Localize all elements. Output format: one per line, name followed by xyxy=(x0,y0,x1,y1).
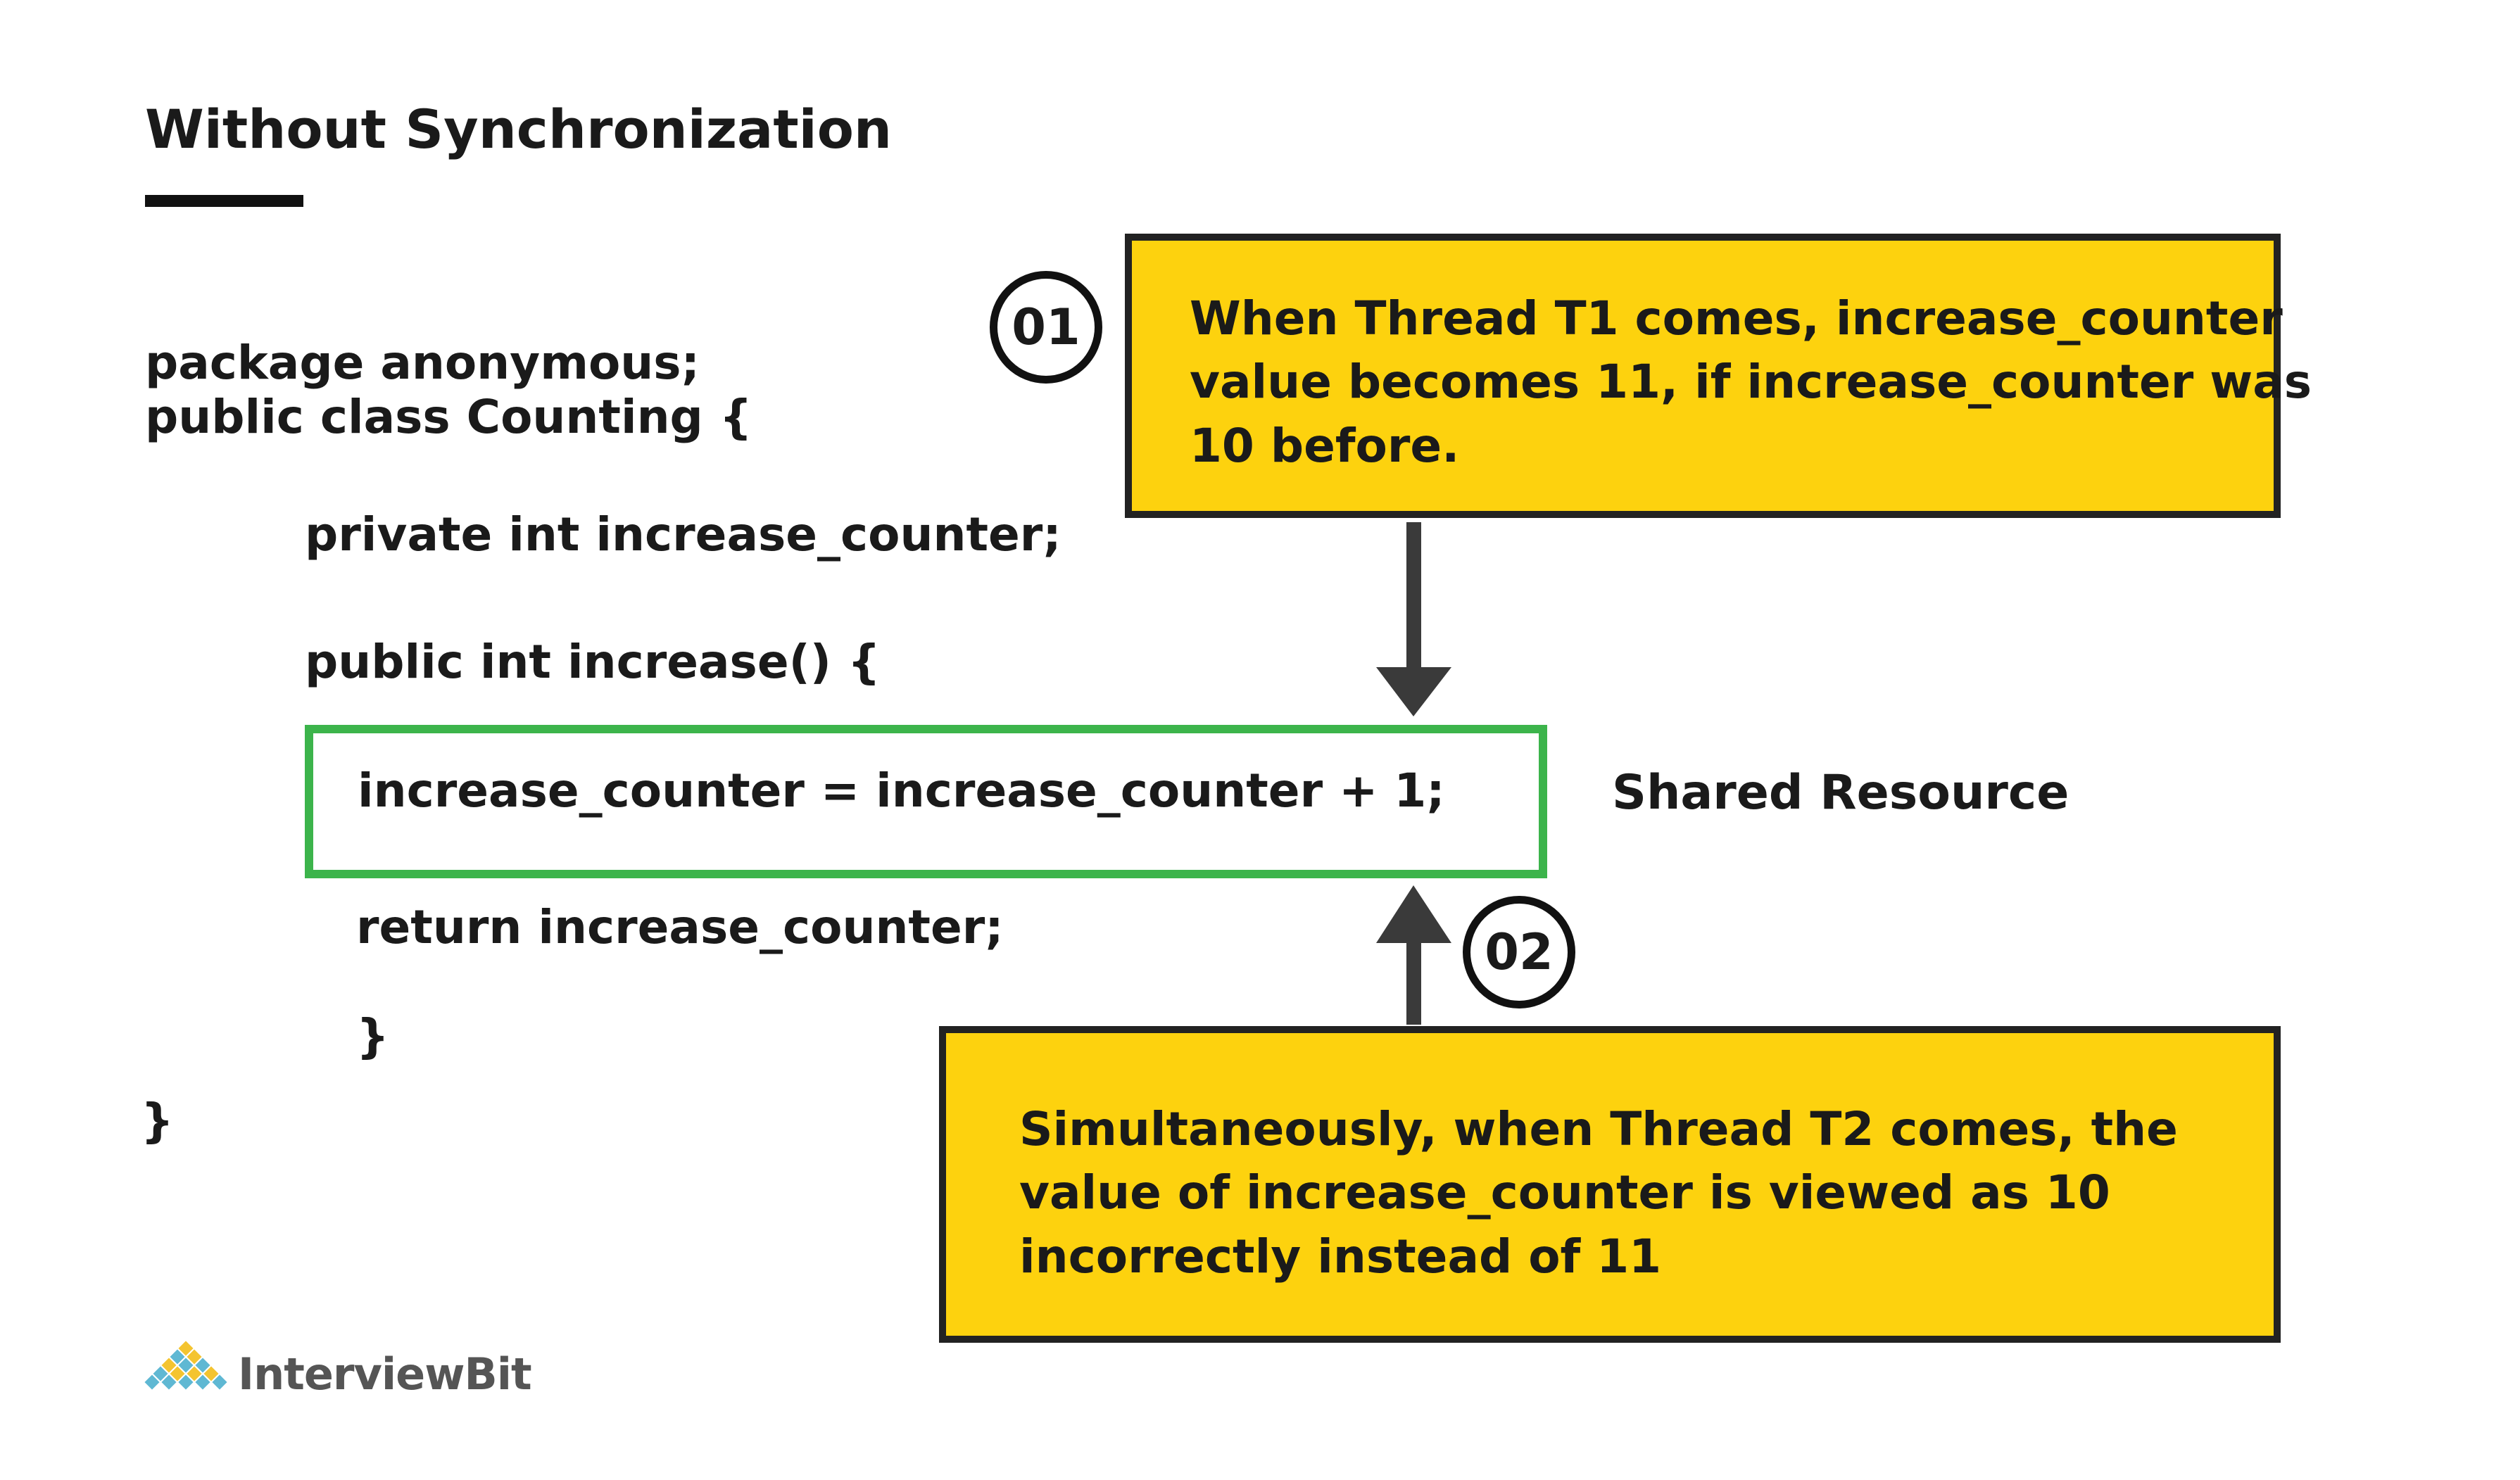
shared-resource-label: Shared Resource xyxy=(1612,765,2069,821)
code-line-increment: increase_counter = increase_counter + 1; xyxy=(358,764,1445,818)
interviewbit-logo-icon xyxy=(142,1339,229,1392)
code-line-return: return increase_counter; xyxy=(356,900,1004,954)
shared-resource-box xyxy=(305,725,1547,878)
arrow-up xyxy=(1376,885,1451,1025)
callout-2-line-1: Simultaneously, when Thread T2 comes, th… xyxy=(1019,1102,2178,1156)
step-badge-02: 02 xyxy=(1463,896,1575,1008)
code-line-class: public class Counting { xyxy=(145,390,752,444)
page-title: Without Synchronization xyxy=(145,98,893,160)
title-underline xyxy=(145,195,303,207)
code-line-package: package anonymous; xyxy=(145,336,700,390)
code-line-method-close: } xyxy=(356,1009,389,1063)
callout-1-line-3: 10 before. xyxy=(1190,418,1460,473)
callout-1-line-2: value becomes 11, if increase_counter wa… xyxy=(1190,355,2312,410)
callout-thread-t2: Simultaneously, when Thread T2 comes, th… xyxy=(939,1026,2281,1343)
arrow-down xyxy=(1376,522,1451,716)
callout-thread-t1: When Thread T1 comes, increase_counter v… xyxy=(1125,234,2312,518)
callout-1-line-1: When Thread T1 comes, increase_counter xyxy=(1190,291,2283,346)
code-line-field: private int increase_counter; xyxy=(305,507,1061,562)
logo-text: InterviewBit xyxy=(238,1348,532,1400)
code-line-method: public int increase() { xyxy=(305,635,881,689)
callout-2-line-2: value of increase_counter is viewed as 1… xyxy=(1019,1165,2110,1220)
callout-2-line-3: incorrectly instead of 11 xyxy=(1019,1229,1662,1284)
step-badge-01: 01 xyxy=(990,271,1102,384)
code-line-class-close: } xyxy=(141,1094,174,1148)
